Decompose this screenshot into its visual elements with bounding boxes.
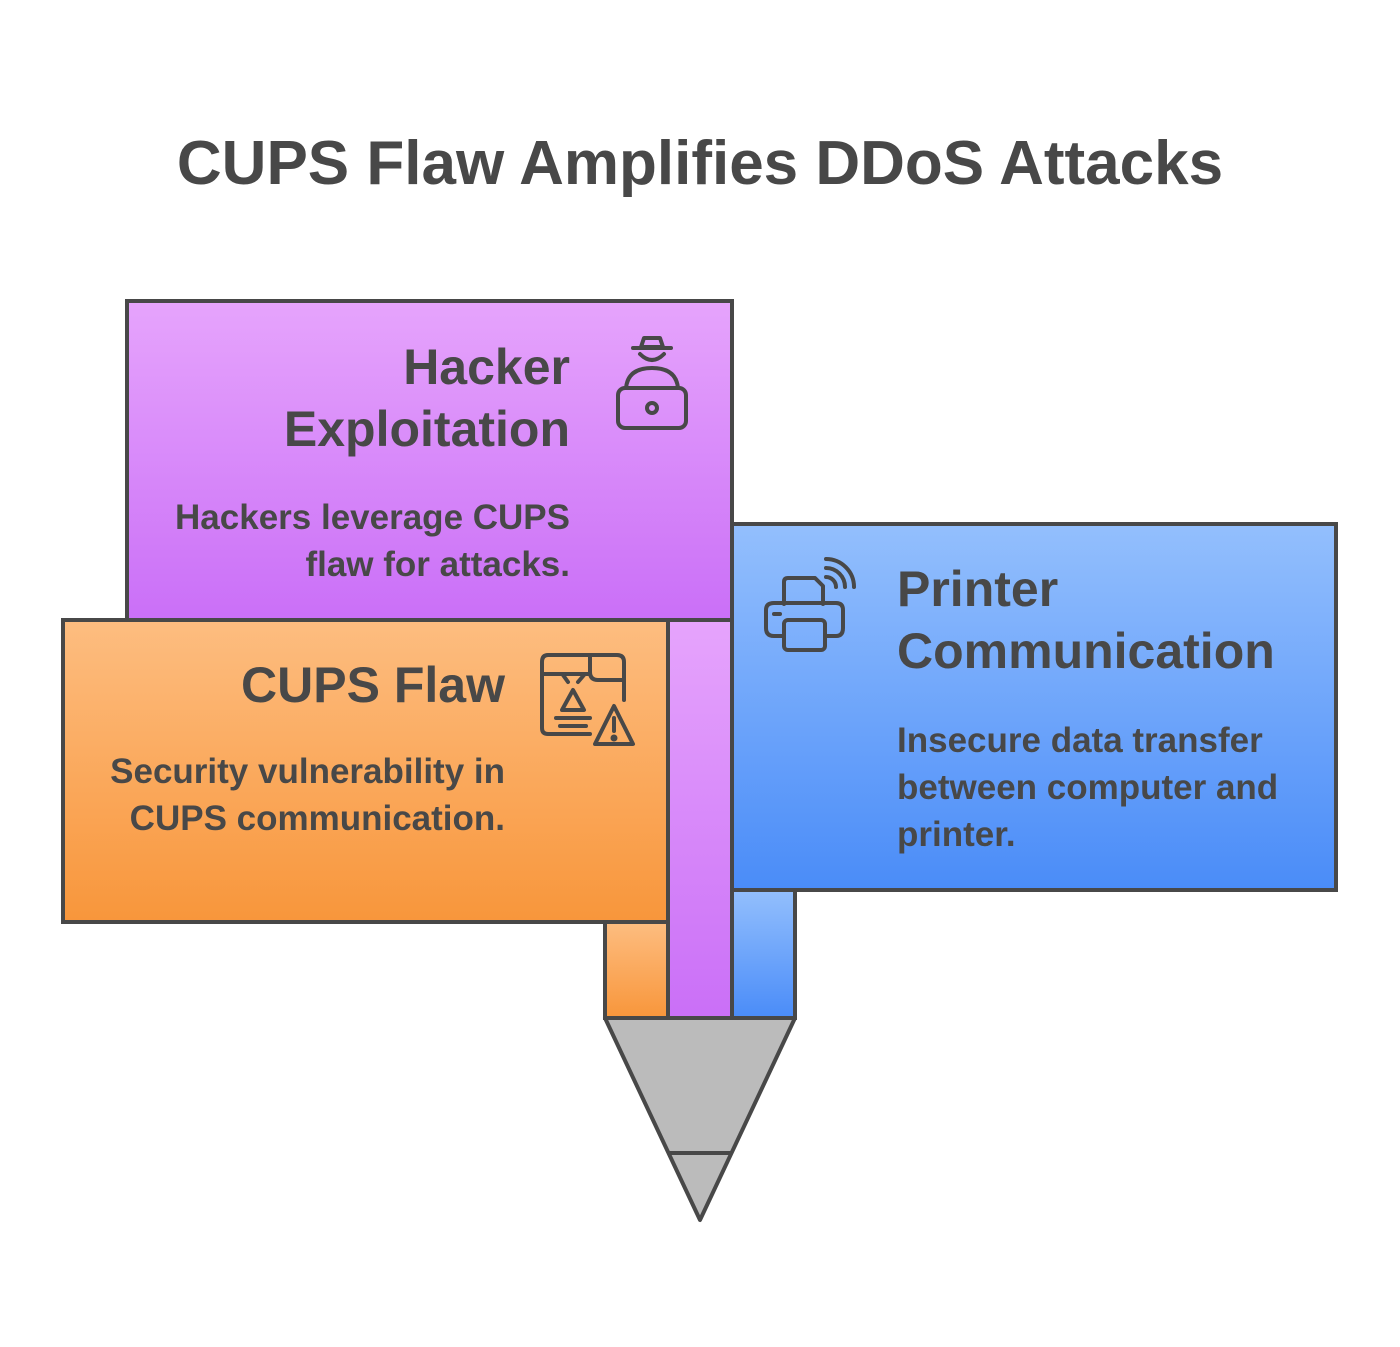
diagram-title: CUPS Flaw Amplifies DDoS Attacks [176, 129, 1224, 198]
strip-hacker-exploitation [666, 618, 734, 1020]
security-warning-icon [540, 653, 635, 746]
card-title-cups-flaw: CUPS Flaw [241, 657, 505, 713]
card-title-hacker-exploitation: Hacker Exploitation [283, 339, 570, 457]
funnel-tip [603, 1016, 797, 1222]
card-desc-cups-flaw: Security vulnerability in CUPS communica… [110, 752, 505, 838]
card-desc-printer-communication: Insecure data transfer between computer … [897, 721, 1279, 854]
wireless-printer-icon [764, 557, 856, 652]
card-desc-hacker-exploitation: Hackers leverage CUPS flaw for attacks. [175, 498, 570, 584]
card-hacker-exploitation [125, 299, 734, 622]
hacker-laptop-icon [616, 336, 688, 430]
card-cups-flaw [61, 618, 670, 924]
card-title-printer-communication: Printer Communication [897, 561, 1275, 679]
strip-printer-communication [730, 888, 797, 1020]
card-printer-communication [730, 522, 1338, 892]
strip-cups-flaw [603, 920, 670, 1020]
